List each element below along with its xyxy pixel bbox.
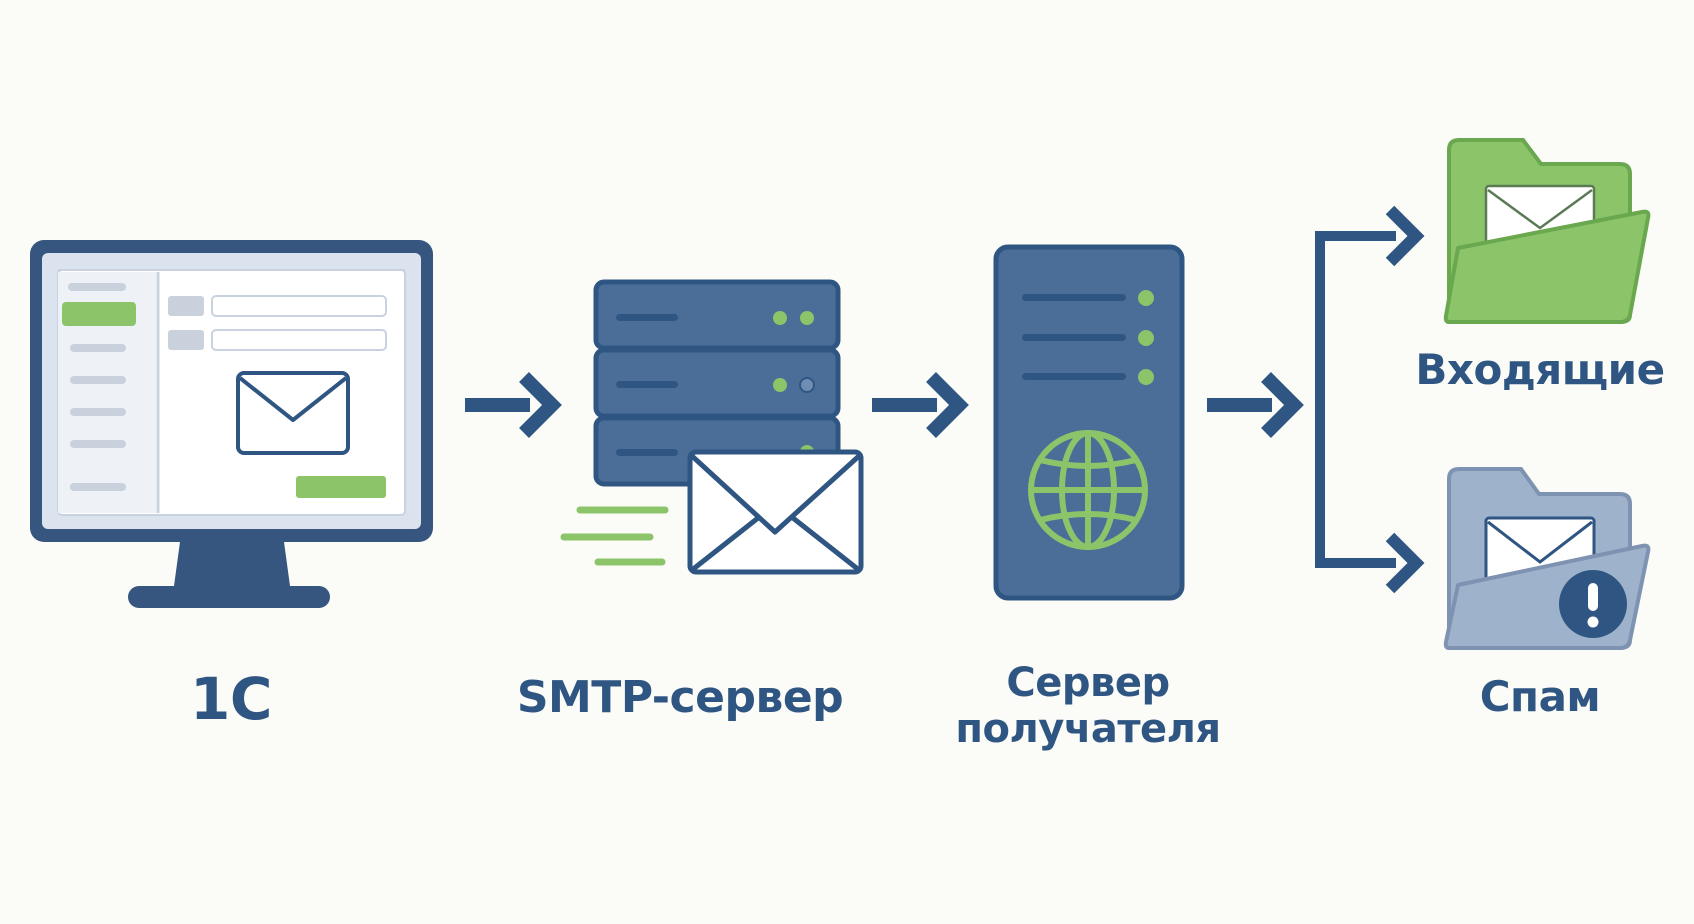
arrow-right-icon [1207, 372, 1304, 438]
receiver-label: Сервер получателя [938, 660, 1238, 752]
send-button-graphic [296, 476, 386, 498]
envelope-icon [687, 449, 864, 575]
receiver-label-line1: Сервер [1006, 660, 1170, 706]
monitor-icon [30, 240, 433, 608]
motion-lines-icon [560, 506, 669, 566]
warning-badge-icon [1559, 570, 1627, 638]
spam-label: Спам [1479, 672, 1601, 721]
receiver-label-line2: получателя [955, 706, 1221, 752]
green-folder-envelope-icon [1443, 138, 1651, 324]
globe-icon [1028, 430, 1148, 550]
arrow-right-icon [872, 372, 969, 438]
arrow-right-icon [465, 372, 562, 438]
envelope-icon [236, 371, 350, 455]
branch-connector [1315, 205, 1425, 594]
smtp-label: SMTP-сервер [516, 672, 844, 723]
tower-server-globe-icon [993, 244, 1185, 601]
inbox-label: Входящие [1415, 345, 1665, 394]
client-label: 1С [190, 665, 272, 733]
grey-folder-envelope-warning-icon [1443, 467, 1651, 650]
server-stack-icon [560, 279, 864, 575]
